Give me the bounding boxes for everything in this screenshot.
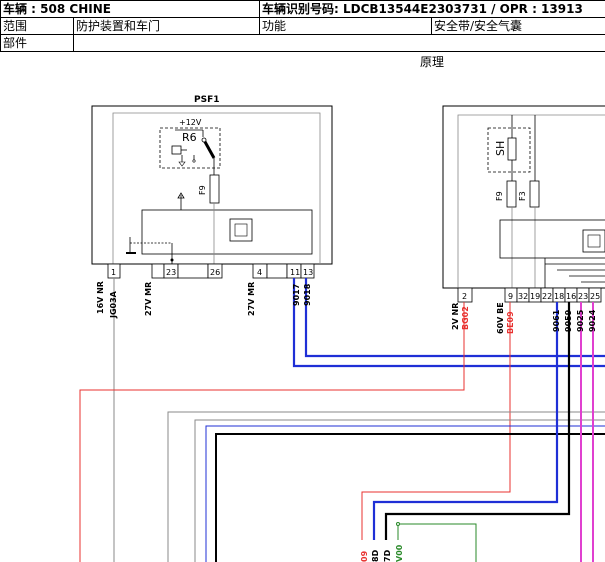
component-label: 部件 (0, 34, 74, 52)
svg-text:4: 4 (257, 268, 262, 277)
relay-box (159, 127, 221, 169)
svg-text:9: 9 (508, 292, 513, 301)
wire-label: JG03A (109, 290, 118, 319)
svg-text:19: 19 (530, 292, 540, 301)
svg-text:23: 23 (166, 268, 176, 277)
wire-label: 27V MR (144, 282, 153, 316)
wire-label: BG02 (461, 306, 470, 330)
svg-text:2: 2 (462, 292, 467, 301)
unit2-fuse-a-label: F9 (495, 191, 504, 201)
header-table: 车辆 : 508 CHINE 车辆识别号码: LDCB13544E2303731… (0, 0, 605, 52)
switch-box (487, 127, 531, 173)
psf1-box (91, 105, 333, 265)
relay-contact-icon (202, 139, 216, 159)
relay-label: R6 (182, 131, 197, 144)
unit2-fuse-b (529, 180, 540, 208)
unit2-pins: 2 9 32 19 22 18 16 23 25 (457, 287, 602, 303)
svg-text:26: 26 (210, 268, 220, 277)
wire-label: 9018 (303, 283, 312, 306)
switch-label: SH (494, 141, 507, 156)
psf1-inner-outline (112, 112, 321, 264)
wire-label: 60V BE (496, 302, 505, 334)
function-label: 功能 (259, 17, 432, 35)
wire-label: V00 (395, 544, 404, 562)
wire-label: 09 (360, 550, 369, 562)
wire-label: 8D (371, 549, 380, 562)
unit2-ecu-box (499, 219, 605, 259)
psf1-fuse-label: F9 (198, 185, 207, 195)
diagram-title: 原理 (420, 55, 445, 69)
wire-label: 27V MR (247, 282, 256, 316)
psf1-pins: 1 23 26 4 11 13 (107, 263, 315, 279)
svg-text:32: 32 (518, 292, 528, 301)
svg-text:1: 1 (111, 268, 116, 277)
wires (79, 278, 605, 562)
psf1-fuse (209, 174, 220, 204)
psf1-name: PSF1 (194, 95, 220, 105)
psf1-ecu-box (141, 209, 313, 255)
svg-text:16: 16 (566, 292, 576, 301)
unit2-fuse-b-label: F3 (518, 191, 527, 201)
supply-label: +12V (179, 118, 202, 127)
svg-text:25: 25 (590, 292, 600, 301)
wire-label: 7D (383, 549, 392, 562)
svg-text:13: 13 (303, 268, 313, 277)
switch-icon (507, 137, 517, 161)
svg-text:22: 22 (542, 292, 552, 301)
svg-text:11: 11 (290, 268, 300, 277)
wire-label: 9061 (552, 309, 561, 332)
chip-icon (229, 218, 253, 242)
wire-label: 16V NR (96, 281, 105, 314)
relay-coil-icon (171, 145, 182, 155)
svg-text:23: 23 (578, 292, 588, 301)
chip-icon-2 (582, 229, 605, 253)
wire-label: 9024 (588, 309, 597, 332)
wire-label: 9025 (576, 309, 585, 332)
wire-label: 2V NR (451, 303, 460, 330)
wire-label: 9059 (564, 309, 573, 332)
svg-text:18: 18 (554, 292, 564, 301)
unit2-fuse-a (506, 180, 517, 208)
wire-label: 9017 (292, 284, 301, 306)
wire-label: BE09 (506, 311, 515, 334)
